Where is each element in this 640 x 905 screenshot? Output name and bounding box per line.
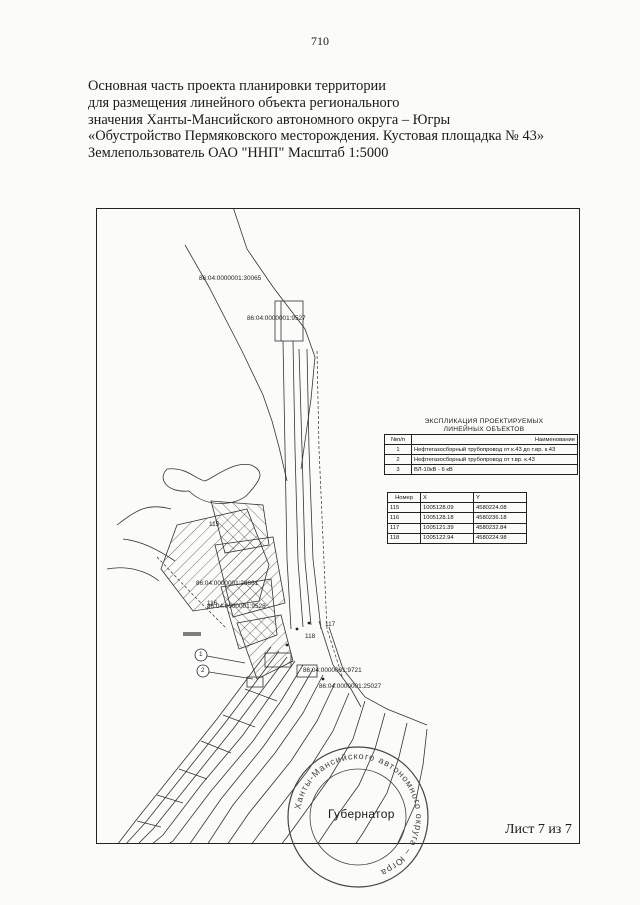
title-line: Основная часть проекта планировки террит… <box>88 78 386 94</box>
table-header: Y <box>473 491 527 504</box>
page-number: 710 <box>311 34 329 48</box>
title-line: значения Ханты-Мансийского автономного о… <box>88 111 451 128</box>
table-cell: 1005122.94 <box>420 532 474 544</box>
table-row: 1 Нефтегазосборный трубопровод от к.43 д… <box>384 444 578 455</box>
route-marker-label: 2 <box>201 667 205 674</box>
table-row: 116 1005128.18 4580236.18 <box>387 512 527 524</box>
plan-frame: 86:04:0000001:30065 86:04:0000001:9527 8… <box>96 208 580 844</box>
table-row: 2 Нефтегазосборный трубопровод от т.вр. … <box>384 454 578 465</box>
explication-table: №п/п Наименование 1 Нефтегазосборный тру… <box>384 434 578 475</box>
table-cell: 118 <box>387 532 421 544</box>
table-cell: Нефтегазосборный трубопровод от т.вр. к.… <box>411 454 578 465</box>
table-cell: 116 <box>387 512 421 524</box>
table-cell: Нефтегазосборный трубопровод от к.43 до … <box>411 444 578 455</box>
table-cell: 115 <box>387 502 421 514</box>
table-header-row: Номер X Y <box>387 491 527 504</box>
point-label: 118 <box>305 633 316 640</box>
table-row: 118 1005122.94 4580224.98 <box>387 532 527 544</box>
table-cell: ВЛ-10кВ - 6 кВ <box>411 464 578 475</box>
point-label: 116 <box>207 600 218 607</box>
sheet-label: Лист 7 из 7 <box>505 822 572 837</box>
route-marker-label: 1 <box>199 651 203 658</box>
point-label: 117 <box>325 621 336 628</box>
title-line: Землепользователь ОАО "ННП" Масштаб 1:50… <box>88 145 389 162</box>
table-cell: 4580236.18 <box>473 512 527 524</box>
table-cell: 1 <box>384 444 412 455</box>
parcel-label: 86:04:0000001:9528 <box>207 603 266 610</box>
explication-title: ЭКСПЛИКАЦИЯ ПРОЕКТИРУЕМЫХ ЛИНЕЙНЫХ ОБЪЕК… <box>424 418 544 433</box>
point-label: 115 <box>209 521 220 528</box>
parcel-label: 86:04:0000001:9527 <box>247 315 306 322</box>
parcel-label: 86:04:0000001:30065 <box>199 275 262 282</box>
table-row: 117 1005121.39 4580232.84 <box>387 522 527 534</box>
table-row: 115 1005128.09 4580224.08 <box>387 502 527 514</box>
site-plan-drawing <box>106 209 428 843</box>
table-cell: 4580224.08 <box>473 502 527 514</box>
table-cell: 1005128.09 <box>420 502 474 514</box>
table-row: 3 ВЛ-10кВ - 6 кВ <box>384 464 578 475</box>
table-cell: 1005128.18 <box>420 512 474 524</box>
coordinates-table: Номер X Y 115 1005128.09 4580224.08 116 … <box>387 491 527 544</box>
table-cell: 4580224.98 <box>473 532 527 544</box>
official-seal: Ханты-Мансийского автономного округа – Ю… <box>287 746 429 888</box>
table-cell: 1005121.39 <box>420 522 474 534</box>
parcel-label: 86:04:0000001:25027 <box>319 683 382 690</box>
title-line: «Обустройство Пермяковского месторождени… <box>88 128 545 145</box>
table-header: №п/п <box>384 434 412 445</box>
table-cell: 2 <box>384 454 412 465</box>
table-header: Номер <box>387 491 421 504</box>
table-header: Наименование <box>411 434 578 445</box>
parcel-label: 86:04:0000001:28861 <box>196 580 259 587</box>
table-cell: 3 <box>384 464 412 475</box>
stamp-title: Губернатор <box>328 807 395 821</box>
table-cell: 4580232.84 <box>473 522 527 534</box>
table-header: X <box>420 491 474 504</box>
table-header-row: №п/п Наименование <box>384 434 578 445</box>
title-line: для размещения линейного объекта региона… <box>88 94 400 111</box>
table-cell: 117 <box>387 522 421 534</box>
parcel-label: 86:04:0000001:9721 <box>303 667 362 674</box>
document-title: Основная часть проекта планировки террит… <box>88 78 608 162</box>
